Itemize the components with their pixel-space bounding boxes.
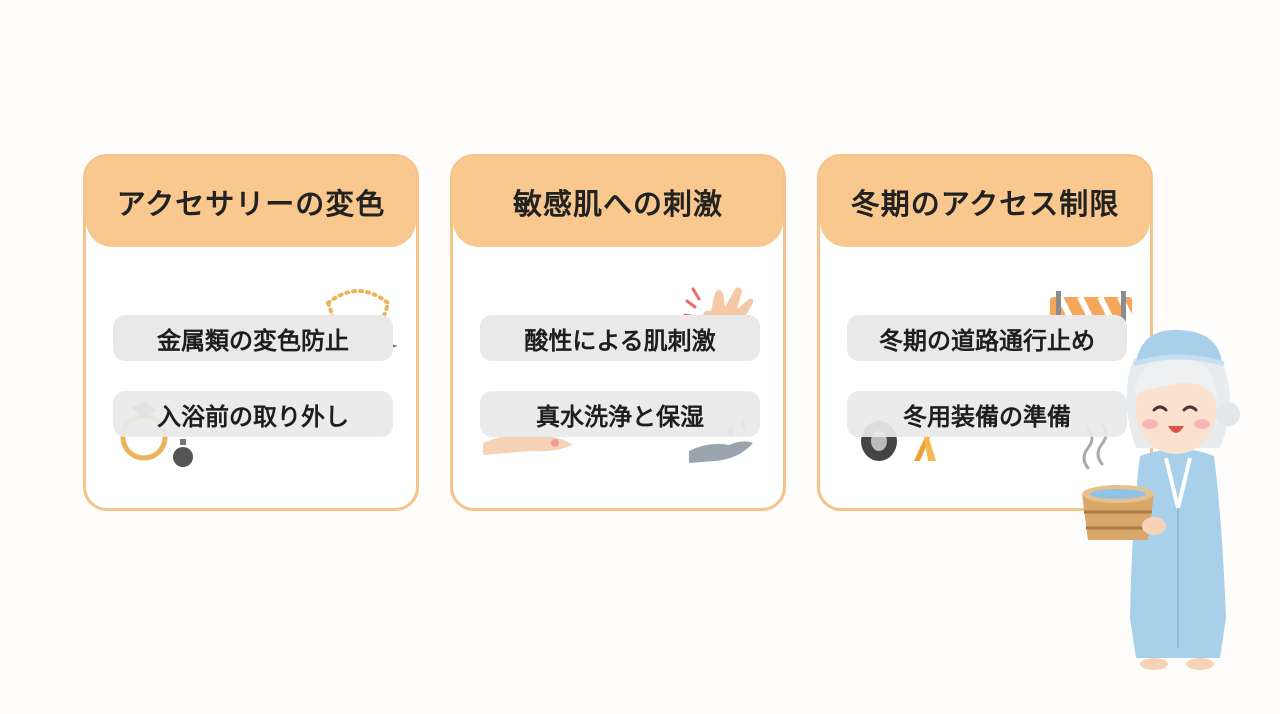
item-fresh-water-rinse: 真水洗浄と保湿 <box>480 391 760 437</box>
card-header: 冬期のアクセス制限 <box>820 157 1150 247</box>
item-winter-road-closure: 冬期の道路通行止め <box>847 315 1127 361</box>
onsen-mascot-icon <box>1082 329 1240 670</box>
item-metal-discoloration: 金属類の変色防止 <box>113 315 393 361</box>
tool-icon <box>914 435 936 461</box>
card-header: アクセサリーの変色 <box>86 157 416 247</box>
item-acidic-skin-irritation: 酸性による肌刺激 <box>480 315 760 361</box>
card-title: 敏感肌への刺激 <box>512 187 723 221</box>
card-title: アクセサリーの変色 <box>116 187 386 221</box>
card-title: 冬期のアクセス制限 <box>850 187 1120 221</box>
hand-icon <box>483 434 573 455</box>
card-winter-access: 冬期のアクセス制限 冬期の道路通行止め 冬用装備の準備 <box>817 154 1153 511</box>
item-winter-equipment: 冬用装備の準備 <box>847 391 1127 437</box>
card-header: 敏感肌への刺激 <box>453 157 783 247</box>
road-barrier-icon <box>1050 291 1133 331</box>
card-accessory-discoloration: アクセサリーの変色 金属類の変色防止 入浴前の取り外し <box>83 154 419 511</box>
card-sensitive-skin: 敏感肌への刺激 酸性による肌刺激 真水洗浄と保湿 <box>450 154 786 511</box>
gem-icon <box>173 439 193 467</box>
item-remove-before-bath: 入浴前の取り外し <box>113 391 393 437</box>
